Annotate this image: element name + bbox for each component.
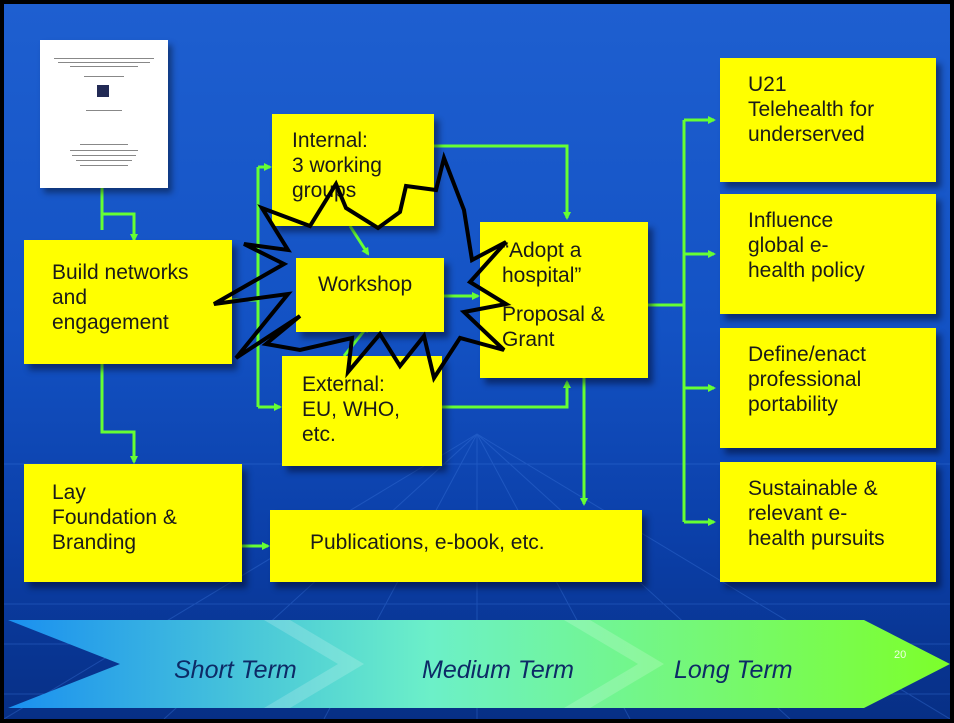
sustainable-line-3: health pursuits xyxy=(748,527,885,550)
proposal-line-2: Grant xyxy=(502,328,555,351)
build-networks-line-3: engagement xyxy=(52,311,169,334)
define-line-3: portability xyxy=(748,393,838,416)
lay-foundation-line-3: Branding xyxy=(52,531,137,554)
internal-line-1: Internal: xyxy=(292,129,368,152)
influence-line-2: global e- xyxy=(748,234,829,257)
publications-line: Publications, e-book, etc. xyxy=(310,531,545,554)
medium-term-label: Medium Term xyxy=(422,656,574,684)
influence-line-3: health policy xyxy=(748,259,865,282)
define-line-1: Define/enact xyxy=(748,343,866,366)
lay-foundation-box: Lay Foundation & Branding xyxy=(24,464,242,582)
u21-line-1: U21 xyxy=(748,73,787,96)
timeline-arrow xyxy=(8,620,950,708)
u21-line-2: Telehealth for xyxy=(748,98,875,121)
define-portability-box: Define/enact professional portability xyxy=(720,328,936,448)
adopt-line-1: “Adopt a xyxy=(502,239,582,262)
external-line-3: etc. xyxy=(302,423,336,446)
sustainable-line-1: Sustainable & xyxy=(748,477,878,500)
build-networks-line-2: and xyxy=(52,286,88,309)
define-line-2: professional xyxy=(748,368,862,391)
proposal-line-1: Proposal & xyxy=(502,303,605,326)
short-term-label: Short Term xyxy=(174,656,297,684)
long-term-label: Long Term xyxy=(674,656,793,684)
influence-line-1: Influence xyxy=(748,209,834,232)
report-thumbnail xyxy=(40,40,168,188)
adopt-line-2: hospital” xyxy=(502,264,582,287)
influence-policy-box: Influence global e- health policy xyxy=(720,194,936,314)
sustainable-pursuits-box: Sustainable & relevant e- health pursuit… xyxy=(720,462,936,582)
u21-telehealth-box: U21 Telehealth for underserved xyxy=(720,58,936,182)
sustainable-line-2: relevant e- xyxy=(748,502,848,525)
page-number: 20 xyxy=(894,649,907,661)
lay-foundation-line-1: Lay xyxy=(52,481,86,504)
slide: Build networks and engagement Lay Founda… xyxy=(4,4,950,719)
crest-icon xyxy=(97,85,109,97)
build-networks-line-1: Build networks xyxy=(52,261,189,284)
u21-line-3: underserved xyxy=(748,123,865,146)
build-networks-box: Build networks and engagement xyxy=(24,240,232,364)
external-line-2: EU, WHO, xyxy=(302,398,400,421)
publications-box: Publications, e-book, etc. xyxy=(270,510,642,582)
lay-foundation-line-2: Foundation & xyxy=(52,506,177,529)
